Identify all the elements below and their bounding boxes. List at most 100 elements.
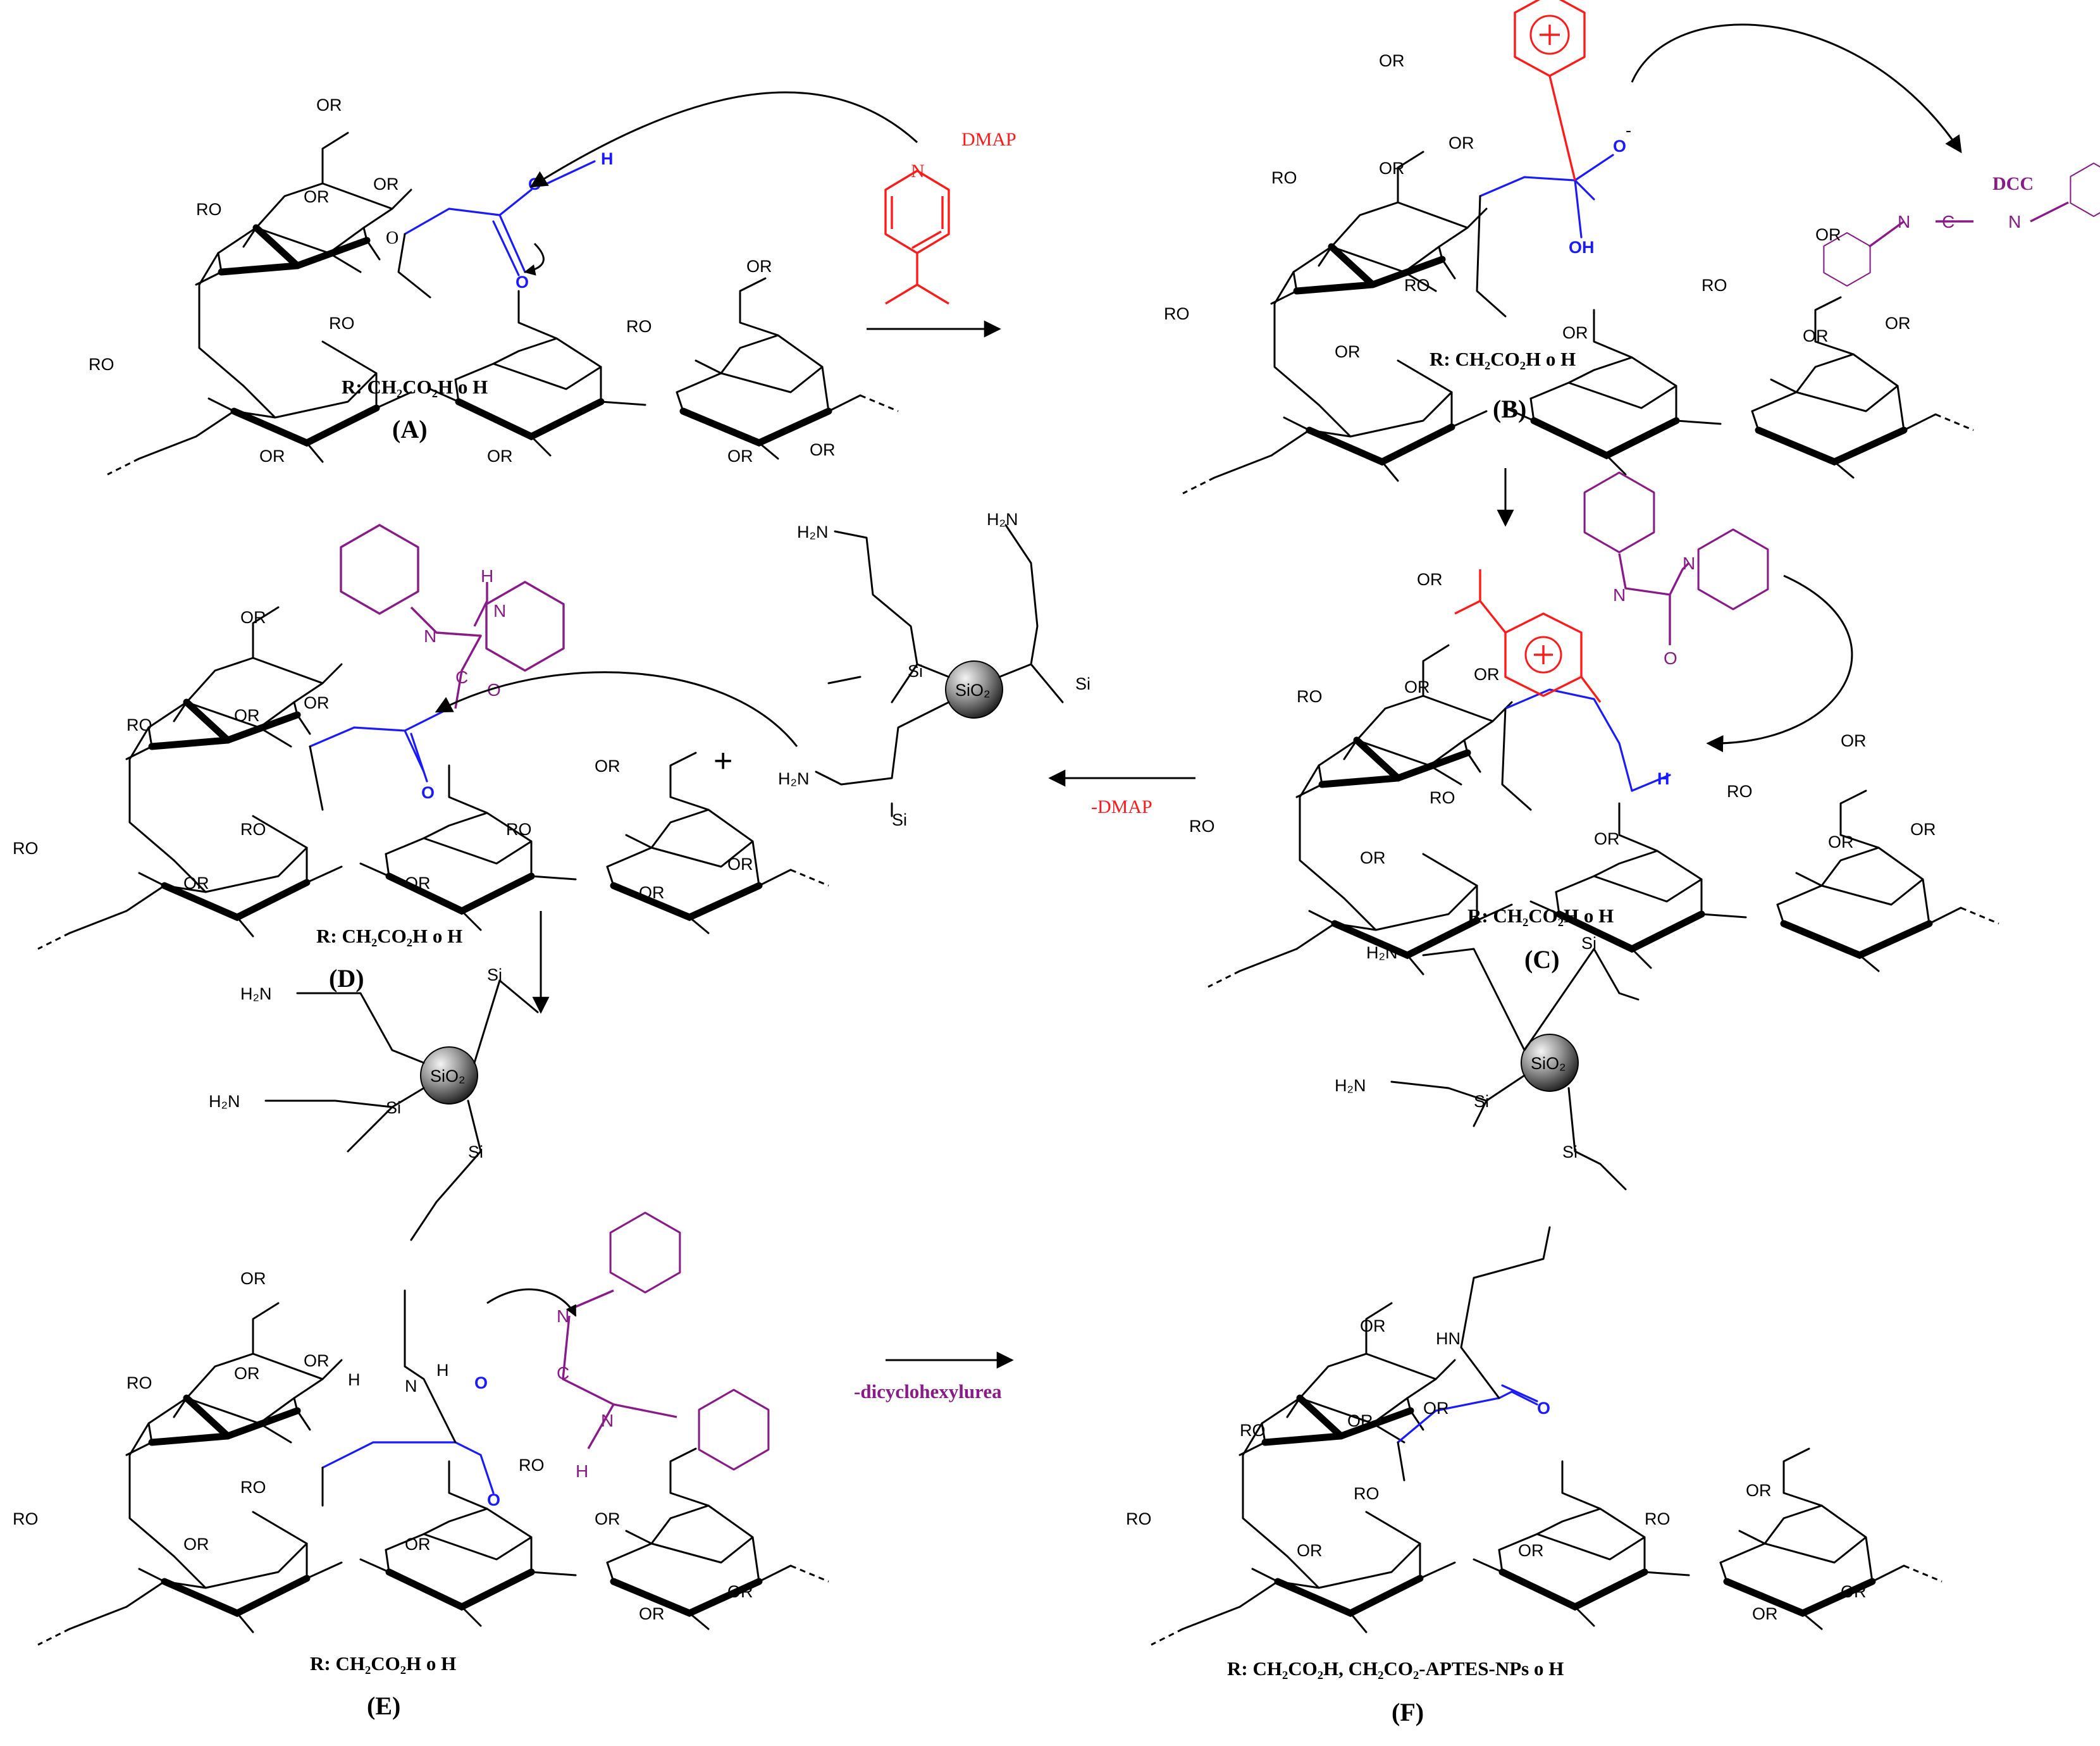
- svg-text:O: O: [1664, 648, 1677, 668]
- svg-text:SiO₂: SiO₂: [1531, 1054, 1566, 1073]
- svg-text:OR: OR: [727, 855, 753, 874]
- svg-text:OR: OR: [1423, 1399, 1449, 1418]
- svg-text:C: C: [557, 1363, 569, 1383]
- svg-text:H₂N: H₂N: [240, 984, 271, 1003]
- carboxymethyl-group: [321, 1441, 495, 1494]
- panel-d-caption: R: CH₂CO₂H o H: [316, 925, 462, 947]
- curved-arrow: [486, 1288, 577, 1317]
- svg-text:C: C: [455, 667, 468, 687]
- svg-text:OR: OR: [810, 440, 836, 459]
- svg-text:RO: RO: [13, 839, 39, 858]
- panel-d: O N N H C O OR OR OR RO RO OR RO OR RO O…: [13, 524, 829, 993]
- svg-text:Si: Si: [386, 1098, 401, 1117]
- svg-text:OR: OR: [259, 447, 285, 466]
- svg-text:H: H: [348, 1370, 361, 1389]
- svg-text:OR: OR: [373, 175, 399, 194]
- svg-text:OR: OR: [639, 883, 665, 902]
- svg-text:OR: OR: [1335, 342, 1361, 361]
- curved-arrow: [529, 91, 918, 188]
- plus-sign: +: [713, 743, 732, 779]
- curved-arrow: [1631, 23, 1962, 154]
- svg-text:N: N: [424, 626, 436, 646]
- svg-text:OR: OR: [234, 706, 260, 725]
- svg-text:RO: RO: [240, 820, 266, 839]
- svg-text:H₂N: H₂N: [778, 769, 809, 788]
- svg-text:Si: Si: [1581, 934, 1597, 953]
- svg-text:H₂N: H₂N: [1366, 943, 1397, 962]
- panel-f: O HN SiO₂ Si Si Si H₂N H₂N OR OR OR RO R…: [1126, 934, 1942, 1726]
- panel-e: O O N H H N C N H SiO₂ Si Si Si H₂N H₂N …: [13, 965, 829, 1720]
- svg-text:RO: RO: [13, 1509, 39, 1528]
- svg-text:RO: RO: [1297, 687, 1323, 706]
- svg-text:N: N: [1898, 212, 1910, 232]
- svg-text:RO: RO: [1164, 304, 1190, 323]
- svg-text:H₂N: H₂N: [797, 523, 828, 542]
- svg-text:RO: RO: [519, 1456, 545, 1475]
- svg-text:OR: OR: [316, 96, 342, 115]
- svg-text:Si: Si: [1474, 1092, 1489, 1111]
- svg-text:H: H: [436, 1361, 449, 1380]
- svg-text:RO: RO: [1240, 1421, 1266, 1440]
- svg-text:OR: OR: [595, 1509, 621, 1528]
- svg-text:O: O: [487, 680, 501, 700]
- atom-n-dmap: N: [911, 161, 925, 182]
- svg-text:OR: OR: [1562, 323, 1588, 342]
- svg-text:RO: RO: [1271, 168, 1297, 187]
- svg-text:OR: OR: [1379, 159, 1405, 178]
- svg-text:OR: OR: [1803, 326, 1829, 345]
- carboxymethyl-group: [1479, 176, 1595, 201]
- svg-text:N: N: [601, 1411, 614, 1430]
- svg-text:OR: OR: [746, 257, 772, 276]
- svg-text:OR: OR: [595, 757, 621, 776]
- svg-text:RO: RO: [1727, 782, 1753, 801]
- svg-text:-: -: [1626, 121, 1631, 140]
- svg-text:RO: RO: [506, 820, 532, 839]
- svg-text:OR: OR: [183, 874, 209, 893]
- svg-text:RO: RO: [1189, 817, 1215, 836]
- svg-text:N: N: [1683, 554, 1695, 573]
- panel-a: O O H O OR OR OR RO RO OR RO OR RO OR OR…: [89, 91, 1016, 474]
- panel-e-label: (E): [367, 1692, 400, 1720]
- svg-text:O: O: [421, 783, 435, 802]
- panel-f-caption: R: CH₂CO₂H, CH₂CO₂-APTES-NPs o H: [1227, 1657, 1564, 1680]
- svg-text:RO: RO: [1702, 276, 1727, 295]
- svg-text:OR: OR: [1360, 1316, 1386, 1335]
- svg-text:Si: Si: [1075, 674, 1090, 693]
- svg-text:RO: RO: [89, 355, 114, 374]
- dmap-molecule: N: [884, 161, 950, 305]
- svg-text:RO: RO: [1430, 788, 1455, 807]
- svg-text:OR: OR: [1448, 133, 1474, 152]
- svg-text:SiO₂: SiO₂: [955, 681, 991, 700]
- svg-text:Si: Si: [1562, 1142, 1578, 1161]
- sio2-nanoparticle-reagent: SiO₂ Si Si Si H₂N H₂N H₂N: [778, 510, 1090, 829]
- svg-text:H₂N: H₂N: [987, 510, 1018, 529]
- panel-f-label: (F): [1392, 1698, 1424, 1726]
- svg-text:H: H: [481, 566, 493, 586]
- svg-text:OR: OR: [1828, 833, 1854, 851]
- svg-text:O: O: [487, 1490, 500, 1509]
- svg-text:OR: OR: [1594, 829, 1620, 848]
- svg-text:OR: OR: [1474, 665, 1500, 684]
- svg-text:Si: Si: [892, 810, 907, 829]
- svg-text:N: N: [1613, 585, 1626, 605]
- svg-text:Si: Si: [487, 965, 502, 984]
- svg-text:SiO₂: SiO₂: [430, 1067, 466, 1086]
- svg-text:OR: OR: [240, 608, 266, 627]
- svg-text:OR: OR: [240, 1269, 266, 1288]
- svg-text:C: C: [1942, 212, 1955, 232]
- dcc-label: DCC: [1992, 173, 2034, 194]
- svg-text:OR: OR: [1746, 1481, 1772, 1500]
- panel-d-label: (D): [329, 964, 364, 993]
- svg-text:H: H: [576, 1461, 588, 1481]
- carboxymethyl-group: [309, 726, 425, 773]
- svg-text:OR: OR: [1518, 1541, 1544, 1560]
- svg-text:Si: Si: [908, 662, 923, 681]
- svg-text:OR: OR: [405, 874, 431, 893]
- panel-c-label: (C): [1524, 945, 1560, 974]
- svg-text:OR: OR: [1360, 848, 1386, 867]
- svg-text:O: O: [474, 1373, 488, 1392]
- panel-b-caption: R: CH₂CO₂H o H: [1430, 348, 1576, 370]
- curved-arrow: [1706, 574, 1853, 753]
- svg-text:OR: OR: [1815, 225, 1841, 244]
